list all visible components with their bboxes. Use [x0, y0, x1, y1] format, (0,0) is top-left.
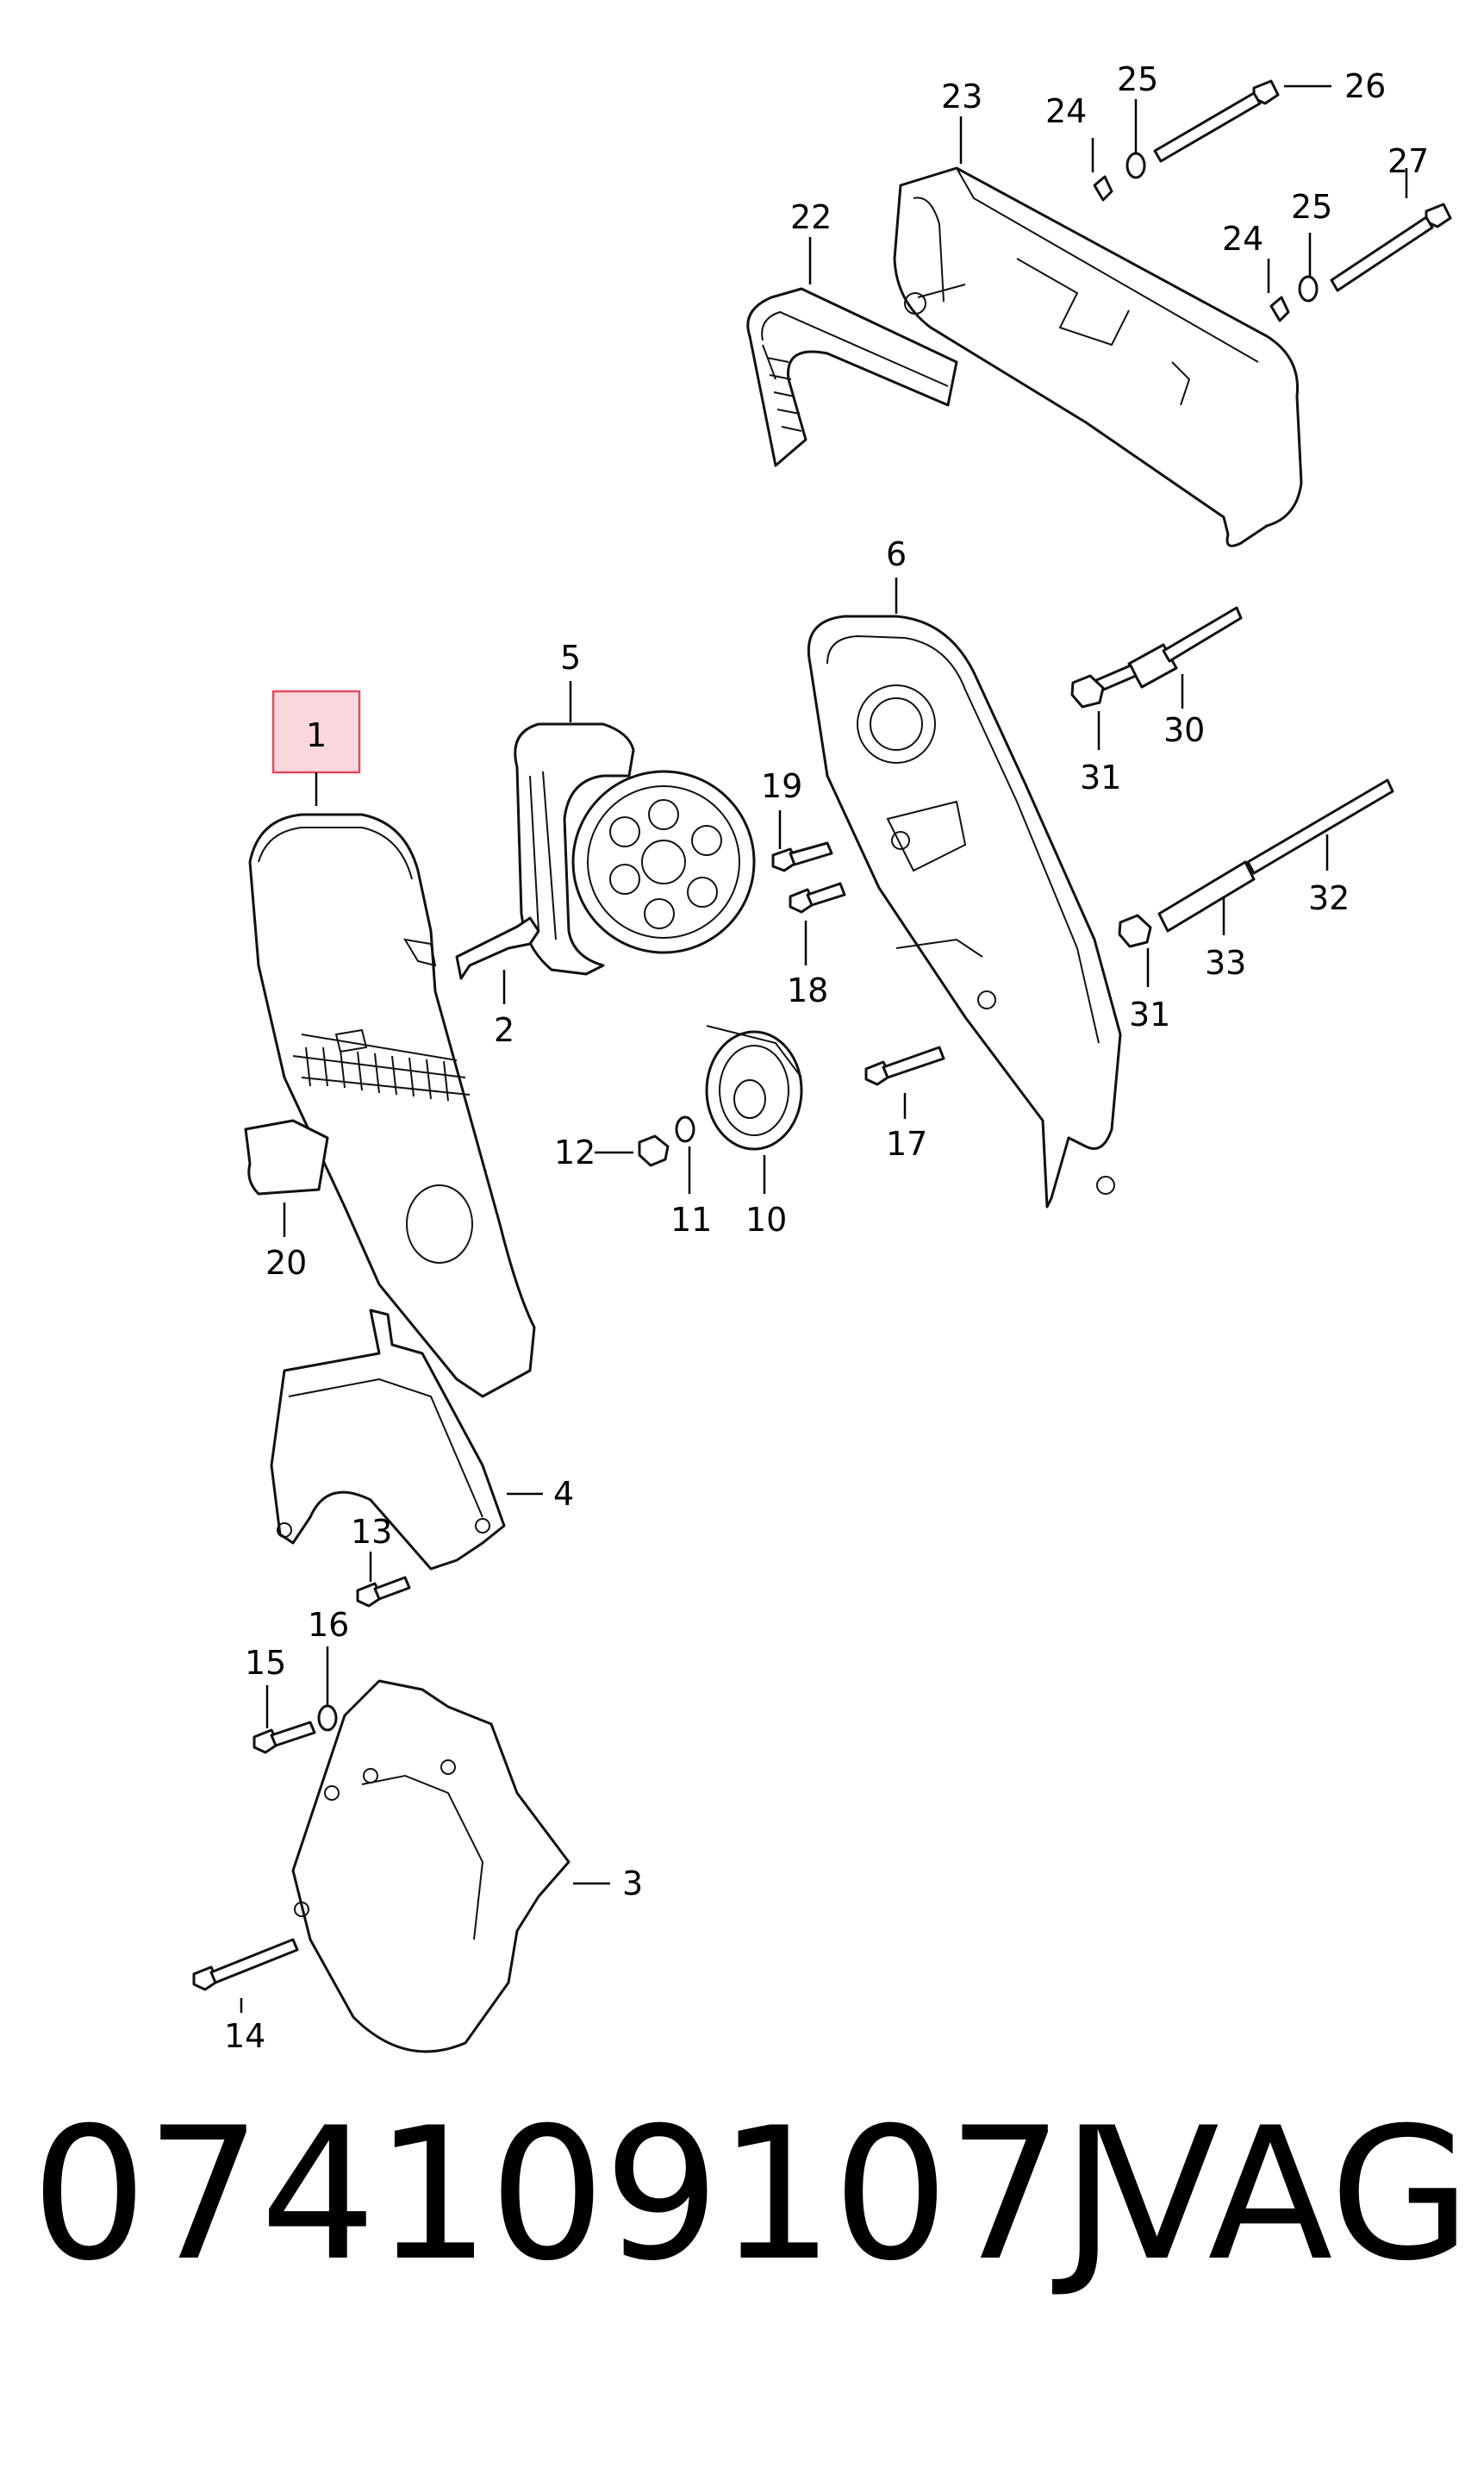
callout-6: 6 [886, 535, 907, 573]
callout-24-lower: 24 [1222, 220, 1263, 258]
callout-11: 11 [670, 1201, 712, 1239]
washer-16 [317, 1704, 338, 1732]
bolt-17 [864, 1046, 945, 1086]
nut-31-upper [1070, 674, 1105, 709]
sleeve-33 [1157, 860, 1256, 933]
bolt-13 [356, 1576, 411, 1608]
callout-18: 18 [787, 971, 828, 1009]
timing-belt-upper-part [746, 287, 958, 467]
callout-2: 2 [494, 1011, 514, 1049]
stud-32 [1246, 778, 1394, 875]
callout-25-upper: 25 [1117, 60, 1158, 98]
washer-11 [675, 1115, 695, 1143]
brand-name: VAG [1094, 2088, 1472, 2301]
callout-17: 17 [886, 1125, 927, 1163]
exploded-parts-diagram: 1 2 3 4 5 6 10 11 12 13 14 15 16 17 18 1… [192, 60, 1452, 2055]
callout-5: 5 [560, 639, 581, 677]
callout-15: 15 [245, 1644, 286, 1682]
bolt-14 [192, 1938, 299, 1991]
callout-22: 22 [790, 198, 832, 236]
grommet-24-lower [1269, 296, 1290, 322]
callout-31-lower: 31 [1129, 996, 1170, 1034]
callout-26: 26 [1344, 67, 1386, 105]
callout-31-upper: 31 [1080, 759, 1121, 796]
bolt-27 [1330, 203, 1452, 292]
cover-clip-part [244, 1119, 329, 1196]
callout-32: 32 [1308, 879, 1350, 917]
callouts: 1 2 3 4 5 6 10 11 12 13 14 15 16 17 18 1… [224, 60, 1429, 2055]
callout-24-upper: 24 [1045, 92, 1087, 130]
callout-25-lower: 25 [1291, 188, 1332, 226]
upper-belt-cover-part [893, 166, 1303, 547]
belt-clip-part [455, 916, 540, 980]
callout-1: 1 [306, 716, 327, 754]
callout-10: 10 [745, 1201, 787, 1239]
callout-3: 3 [622, 1865, 643, 1902]
nut-31-lower [1118, 914, 1152, 948]
callout-19: 19 [761, 767, 802, 805]
callout-27: 27 [1387, 142, 1429, 180]
lower-belt-cover-part [291, 1679, 571, 2053]
callout-14: 14 [224, 2017, 265, 2055]
middle-belt-cover-part [270, 1309, 506, 1571]
washer-25-lower [1298, 275, 1319, 303]
callout-33: 33 [1205, 944, 1246, 982]
tensioner-roller-part [705, 1025, 803, 1151]
callout-13: 13 [351, 1513, 392, 1551]
callout-30: 30 [1163, 711, 1205, 749]
front-timing-belt-cover-part [248, 813, 536, 1398]
callout-23: 23 [941, 78, 982, 116]
stud-30 [1093, 606, 1243, 693]
bolt-19 [771, 841, 833, 872]
nut-12 [638, 1134, 670, 1167]
callout-16: 16 [308, 1606, 349, 1644]
grommet-24-upper [1093, 175, 1113, 202]
part-number-title: 074109107J [31, 2088, 1115, 2301]
highlight-box [271, 690, 361, 774]
leader-lines [240, 84, 1408, 2013]
washer-25-upper [1125, 152, 1146, 179]
rear-belt-guard-part [807, 615, 1122, 1209]
camshaft-sprocket-belt-part [514, 722, 756, 976]
bolt-26 [1153, 79, 1280, 163]
bolt-15 [253, 1721, 316, 1754]
callout-20: 20 [265, 1244, 307, 1282]
callout-4: 4 [553, 1475, 574, 1513]
bolt-18 [789, 882, 846, 914]
callout-12: 12 [554, 1134, 595, 1171]
